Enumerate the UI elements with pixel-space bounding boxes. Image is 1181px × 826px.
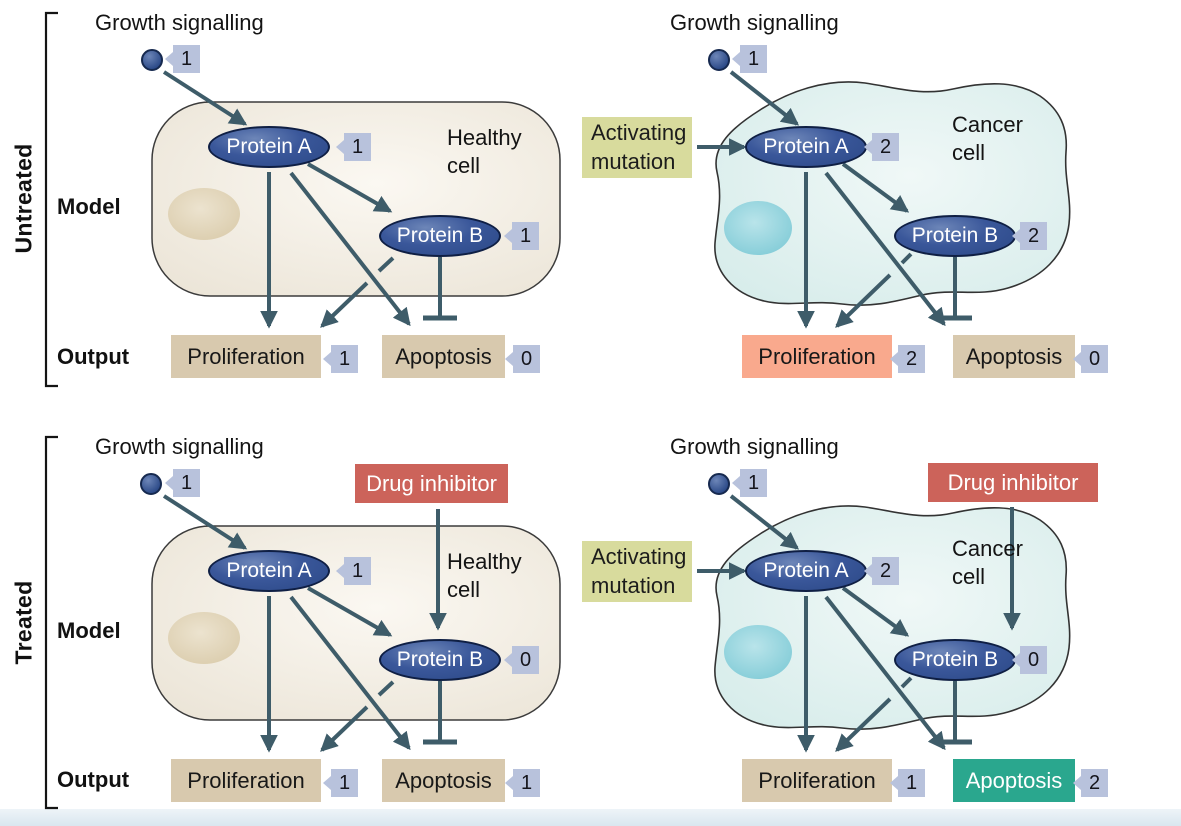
row-label-treated: Treated (10, 580, 37, 665)
value-tag-apoptosis: 0 (513, 345, 540, 373)
value-tag-proliferation: 1 (898, 769, 925, 797)
arrows-treated-cancer (697, 494, 1021, 753)
apoptosis-output-box: Apoptosis (953, 335, 1075, 378)
protein-b-node: Protein B (379, 639, 501, 681)
arrow-protein-b-to-proliferation-stub (900, 252, 913, 265)
protein-b-node: Protein B (894, 639, 1016, 681)
growth-signalling-label: Growth signalling (670, 10, 839, 35)
protein-a-node: Protein A (745, 550, 867, 592)
cell-name-label: Cancer cell (952, 112, 1023, 165)
value-tag-growth: 1 (173, 469, 200, 497)
growth-signal-node (708, 473, 730, 495)
output-label: Output (57, 344, 130, 369)
growth-signalling-label: Growth signalling (95, 434, 264, 459)
arrows-untreated-healthy (162, 70, 457, 329)
activating-mutation-box: Activating mutation (582, 117, 692, 178)
growth-signal-node (708, 49, 730, 71)
healthy-nucleus (168, 188, 240, 240)
arrow-protein-a-to-apoptosis (824, 595, 946, 751)
protein-a-node: Protein A (745, 126, 867, 168)
arrow-protein-a-to-apoptosis (289, 171, 411, 327)
value-tag-protein-b: 1 (512, 222, 539, 250)
proliferation-output-box: Proliferation (171, 759, 321, 802)
growth-signalling-label: Growth signalling (670, 434, 839, 459)
arrow-protein-a-to-protein-b (307, 586, 393, 637)
cancer-nucleus (724, 625, 792, 679)
arrow-growth-to-protein-a (729, 70, 800, 126)
proliferation-output-box: Proliferation (742, 335, 892, 378)
activating-mutation-box: Activating mutation (582, 541, 692, 602)
growth-signal-node (140, 473, 162, 495)
value-tag-protein-b: 0 (1020, 646, 1047, 674)
footer-strip (0, 809, 1181, 826)
arrow-growth-to-protein-a (729, 494, 800, 550)
protein-a-node: Protein A (208, 126, 330, 168)
cell-name-label: Healthy cell (447, 125, 522, 178)
apoptosis-output-box: Apoptosis (953, 759, 1075, 802)
protein-b-node: Protein B (894, 215, 1016, 257)
drug-inhibitor-box: Drug inhibitor (355, 464, 508, 503)
cell-name-label: Healthy cell (447, 549, 522, 602)
value-tag-protein-b: 0 (512, 646, 539, 674)
arrow-protein-a-to-protein-b (307, 162, 393, 213)
output-label: Output (57, 767, 130, 792)
value-tag-apoptosis: 1 (513, 769, 540, 797)
value-tag-growth: 1 (173, 45, 200, 73)
growth-signal-node (141, 49, 163, 71)
model-label: Model (57, 194, 121, 219)
arrow-protein-a-to-protein-b (841, 586, 910, 637)
model-label: Model (57, 618, 121, 643)
arrow-protein-a-to-apoptosis (289, 595, 411, 751)
cell-name-label: Cancer cell (952, 536, 1023, 589)
protein-a-node: Protein A (208, 550, 330, 592)
proliferation-output-box: Proliferation (742, 759, 892, 802)
arrow-protein-b-to-proliferation (835, 697, 892, 752)
value-tag-protein-a: 2 (872, 133, 899, 161)
arrow-protein-b-to-proliferation (320, 705, 369, 752)
value-tag-apoptosis: 2 (1081, 769, 1108, 797)
arrow-protein-b-to-proliferation-stub (377, 680, 395, 697)
healthy-nucleus (168, 612, 240, 664)
arrow-protein-b-to-proliferation (835, 273, 892, 328)
value-tag-protein-a: 2 (872, 557, 899, 585)
value-tag-growth: 1 (740, 45, 767, 73)
value-tag-proliferation: 2 (898, 345, 925, 373)
value-tag-growth: 1 (740, 469, 767, 497)
untreated-bracket (44, 11, 58, 388)
value-tag-protein-a: 1 (344, 557, 371, 585)
arrows-untreated-cancer (697, 70, 972, 329)
arrow-protein-a-to-apoptosis (824, 171, 946, 327)
growth-signalling-label: Growth signalling (95, 10, 264, 35)
arrow-protein-b-to-proliferation (320, 281, 369, 328)
arrow-protein-b-to-proliferation-stub (377, 256, 395, 273)
value-tag-proliferation: 1 (331, 769, 358, 797)
arrows-treated-healthy (162, 494, 457, 753)
arrow-protein-b-to-proliferation-stub (900, 676, 913, 689)
apoptosis-output-box: Apoptosis (382, 335, 505, 378)
cancer-nucleus (724, 201, 792, 255)
proliferation-output-box: Proliferation (171, 335, 321, 378)
drug-inhibitor-box: Drug inhibitor (928, 463, 1098, 502)
protein-b-node: Protein B (379, 215, 501, 257)
value-tag-protein-a: 1 (344, 133, 371, 161)
arrow-growth-to-protein-a (162, 494, 248, 550)
value-tag-proliferation: 1 (331, 345, 358, 373)
apoptosis-output-box: Apoptosis (382, 759, 505, 802)
treated-bracket (44, 435, 58, 810)
arrow-protein-a-to-protein-b (841, 162, 910, 213)
row-label-untreated: Untreated (10, 143, 37, 254)
arrow-growth-to-protein-a (162, 70, 248, 126)
value-tag-protein-b: 2 (1020, 222, 1047, 250)
value-tag-apoptosis: 0 (1081, 345, 1108, 373)
